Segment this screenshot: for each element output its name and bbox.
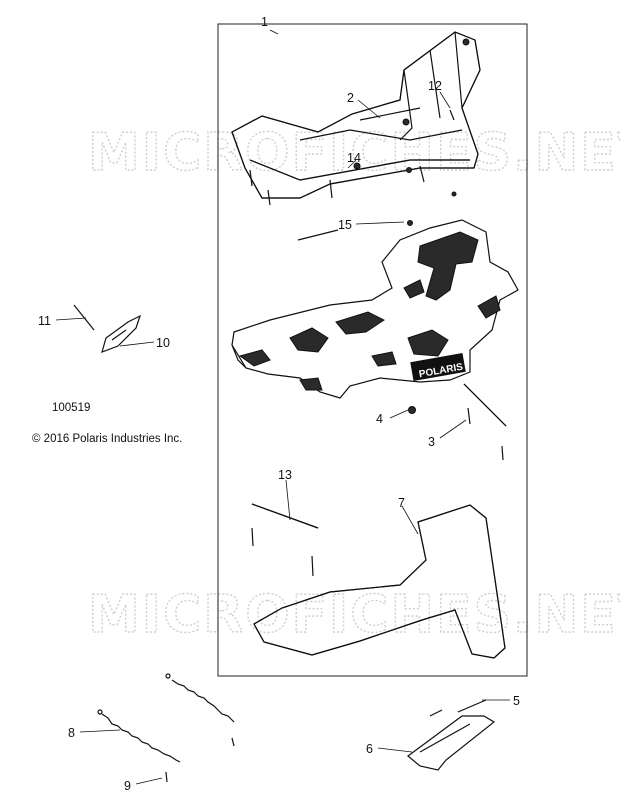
brand-plate	[410, 353, 466, 381]
pin-5	[429, 699, 487, 717]
callout-10: 10	[156, 336, 170, 350]
latch-10	[101, 314, 142, 353]
seal-7	[253, 504, 506, 659]
copyright-notice: © 2016 Polaris Industries Inc.	[32, 433, 183, 445]
watermark-top: MICROFICHES.NET	[88, 123, 622, 183]
rack-fastener-15	[407, 220, 413, 226]
pin-3	[463, 383, 507, 461]
callout-11: 11	[38, 314, 51, 328]
watermark-bottom: MICROFICHES.NET	[88, 585, 622, 645]
diagram-ref-number: 100519	[52, 402, 91, 414]
rear-rack-part	[231, 31, 481, 206]
callout-8: 8	[68, 726, 75, 740]
callout-9: 9	[124, 779, 131, 793]
callout-15: 15	[338, 218, 352, 232]
callout-6: 6	[366, 742, 373, 756]
pin-11	[73, 304, 95, 331]
callout-5: 5	[513, 694, 520, 708]
callout-1: 1	[261, 15, 268, 29]
callout-3: 3	[428, 435, 435, 449]
leader-lines	[55, 29, 510, 785]
spring-8b	[165, 673, 235, 747]
callout-2: 2	[347, 91, 354, 105]
callout-4: 4	[376, 412, 383, 426]
bracket-6	[407, 715, 496, 771]
callout-14: 14	[347, 151, 361, 165]
callout-12: 12	[428, 79, 442, 93]
bolt-12	[449, 109, 455, 121]
callout-13: 13	[278, 468, 292, 482]
assembly-frame	[217, 23, 528, 677]
rear-fender-part: POLARIS	[231, 219, 519, 399]
bolt-9	[165, 771, 168, 783]
nut-4	[408, 406, 416, 414]
callout-labels: 1 2 12 14 15 11 10 4 3 13 7 8 9 5 6	[38, 15, 520, 793]
bar-13	[251, 503, 319, 577]
spring-8	[97, 709, 181, 763]
callout-7: 7	[398, 496, 405, 510]
